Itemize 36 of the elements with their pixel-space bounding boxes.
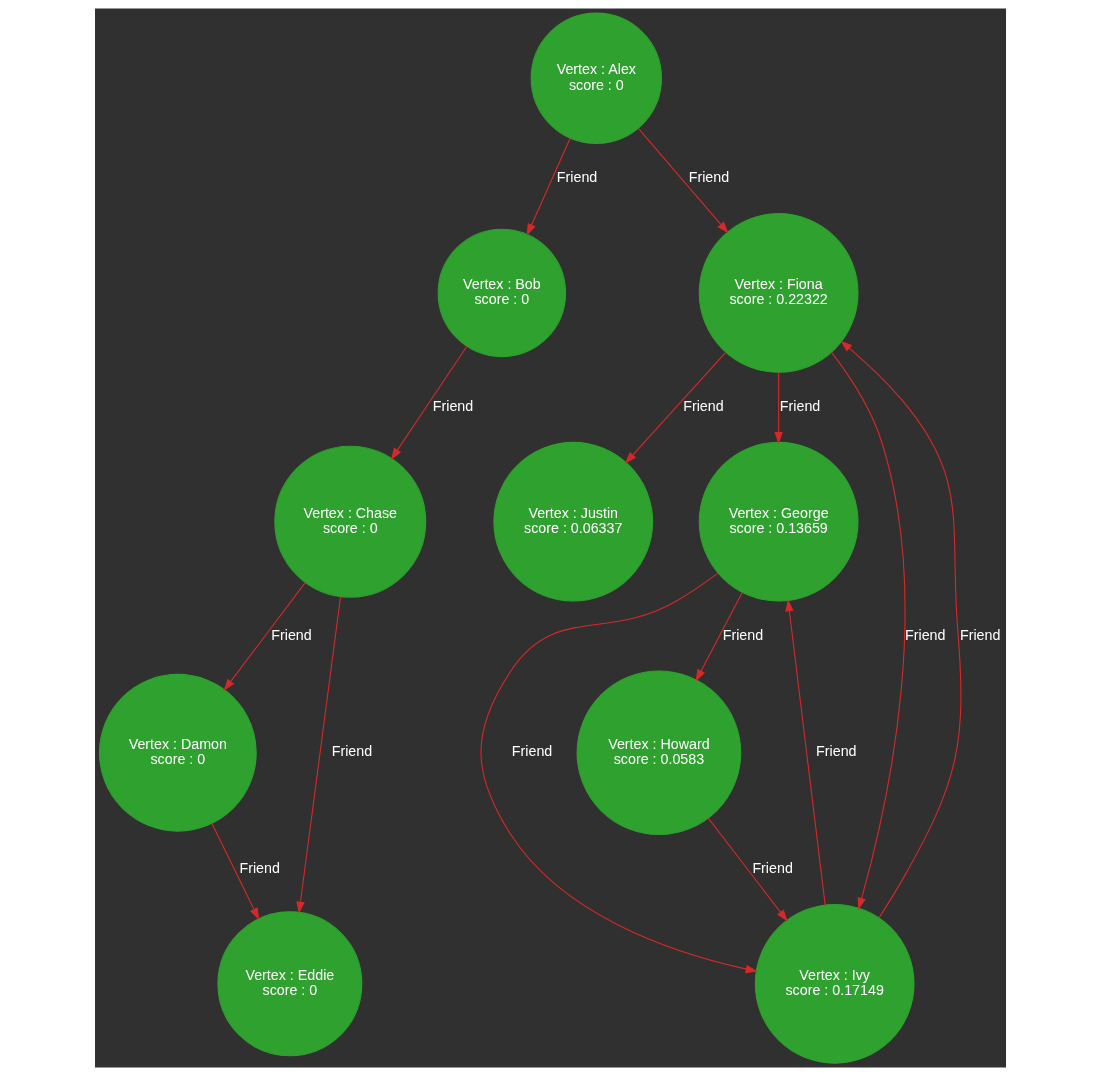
edge-label: Friend [959,626,1000,643]
edge-label: Friend [511,743,552,760]
arrow [839,340,961,919]
arrow [479,572,758,974]
edge-label: Friend [682,398,724,415]
edge-label: Friend [432,398,473,415]
edge-label: Friend [688,169,729,186]
arrow [295,596,341,914]
node-circle: Vertex : Justin score : 0.06337 [492,441,653,602]
edge-label: Friend [779,398,820,415]
arrow [830,351,906,910]
edge-label: Friend [751,860,793,877]
arrow [707,817,788,922]
arrow [526,137,571,236]
arrow [784,599,826,906]
arrow [695,591,743,682]
arrow [223,581,306,691]
edge-label: Friend [815,743,857,760]
edge-label: Friend [331,743,372,760]
node-circle: Vertex : Damon score : 0 [98,673,257,832]
node-circle: Vertex : Ivy score : 0.17149 [754,903,915,1064]
node-circle: Vertex : Eddie score : 0 [216,911,362,1057]
edge-label: Friend [270,626,312,643]
node-circle: Vertex : Alex score : 0 [530,12,662,144]
arrow [624,351,726,464]
arrow [773,371,783,444]
arrow [637,128,729,234]
arrow [390,345,467,460]
node-circle: Vertex : Bob score : 0 [437,228,566,358]
edge-label: Friend [238,860,280,877]
edge-label: Friend [722,626,763,643]
edge-label: Friend [556,169,597,186]
arrow [210,822,259,921]
node-circle: Vertex : George score : 0.13659 [698,441,859,602]
node-circle: Vertex : Fiona score : 0.22322 [698,213,859,373]
edge-label: Friend [904,626,945,643]
